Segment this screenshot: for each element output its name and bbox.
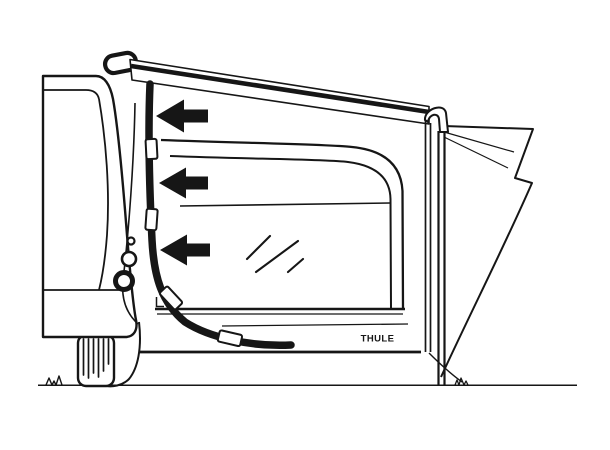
ground (38, 375, 577, 386)
pole-lines (437, 131, 446, 386)
window-corner-mark (155, 297, 164, 308)
attachment-arrow-bottom-icon (160, 234, 210, 266)
pole-top-hook (424, 106, 449, 133)
door-button-medium (120, 250, 138, 268)
storm-flap-fold-lines (443, 131, 515, 169)
cab-roof-step-line (43, 89, 100, 100)
storm-flap-outline (440, 125, 534, 378)
windshield-pillar-line (98, 98, 109, 291)
grass-tuft-right-icon (454, 377, 469, 386)
strap-clip-1 (144, 137, 159, 161)
grass-tuft-left-icon (45, 375, 63, 386)
tent-window (155, 138, 409, 327)
roof-edge-stripe (130, 63, 430, 115)
attachment-arrow-middle-icon (159, 167, 208, 199)
tire-tread-lines (82, 338, 110, 379)
window-inner-frame (169, 155, 392, 310)
fender-curve (105, 321, 141, 388)
thule-logo: THULE (361, 334, 395, 345)
vehicle-cab (41, 74, 141, 388)
wall-seam-line (221, 323, 409, 327)
tent-wall (140, 121, 463, 383)
awning-roof (102, 50, 430, 125)
wheel (76, 333, 116, 388)
strap-clip-2 (144, 207, 159, 232)
strap-clip-4 (216, 329, 244, 348)
window-cross-line (179, 202, 391, 207)
door-lock-ring (113, 270, 135, 292)
fastening-strap (144, 80, 295, 350)
support-pole (424, 106, 449, 386)
door-button-small (126, 236, 136, 246)
attachment-arrow-top-icon (156, 99, 208, 133)
glass-reflection-strokes (245, 234, 305, 274)
window-outer-frame (160, 138, 405, 310)
storm-flap (440, 125, 534, 378)
strap-clip-3 (158, 285, 184, 311)
wall-right-edge (424, 121, 432, 352)
attachment-arrows (156, 99, 210, 266)
cab-body (41, 74, 138, 339)
